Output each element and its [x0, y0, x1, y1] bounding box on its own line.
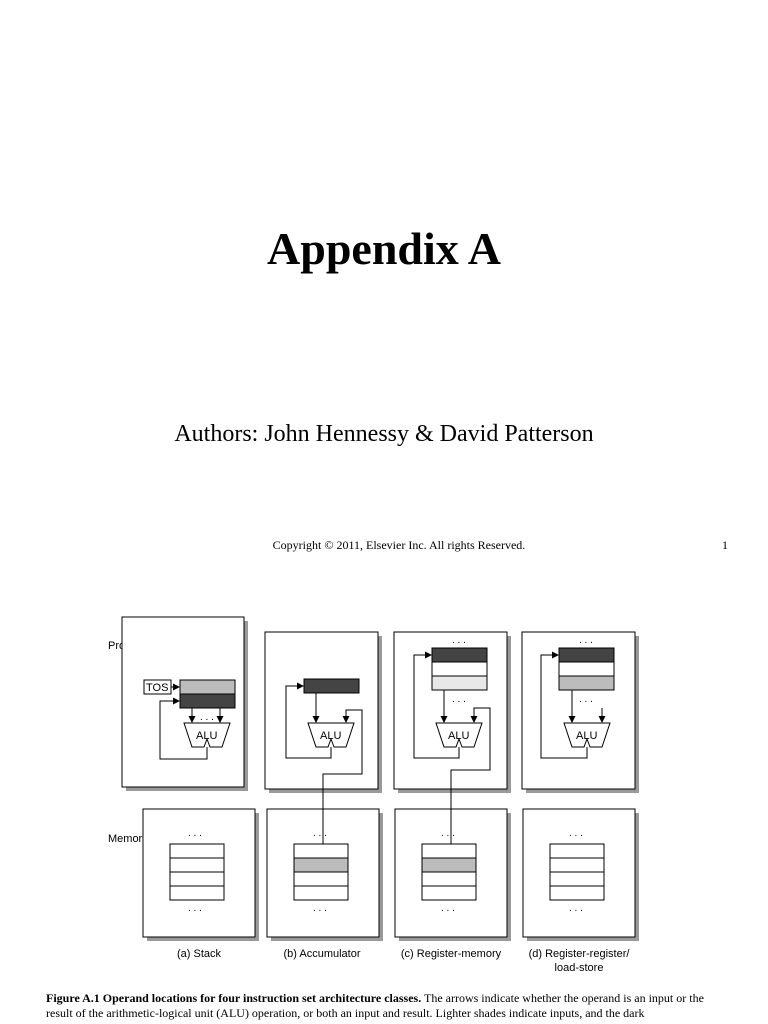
mem-c-operand — [421, 857, 477, 873]
caption-bold: Figure A.1 Operand locations for four in… — [46, 991, 422, 1005]
reg-c-light — [431, 675, 488, 691]
mem-c-bottom-dots: . . . — [441, 903, 455, 914]
page-number: 1 — [722, 538, 728, 552]
slide-title: Appendix A — [267, 223, 501, 274]
alu-a — [183, 722, 231, 748]
mem-b-top-dots: . . . — [313, 828, 327, 839]
stack-dots: . . . — [200, 712, 214, 723]
authors-line: Authors: John Hennessy & David Patterson — [174, 421, 594, 447]
reg-c-bottom-dots: . . . — [452, 694, 466, 705]
reg-c-dark — [431, 647, 488, 663]
panel-b-label: (b) Accumulator — [283, 948, 360, 960]
mem-d-bottom-dots: . . . — [569, 903, 583, 914]
reg-d-dark — [558, 647, 615, 663]
mem-b-bottom-dots: . . . — [313, 903, 327, 914]
panel-d-label-line2: load-store — [555, 962, 604, 974]
accumulator-register — [303, 678, 360, 694]
mem-d-top-dots: . . . — [569, 828, 583, 839]
mem-c-top-dots: . . . — [441, 828, 455, 839]
mem-a-top-dots: . . . — [188, 828, 202, 839]
panel-register-register: . . . . . . ALU . . . . . . — [521, 631, 639, 941]
caption-text: The arrows indicate whether the operand … — [46, 991, 704, 1020]
panel-a-label: (a) Stack — [177, 948, 222, 960]
reg-d-top-dots: . . . — [579, 635, 593, 646]
panel-stack: . . . TOS ALU . . . . . . — [121, 616, 259, 941]
memory-label: Memory — [108, 833, 148, 845]
alu-c — [435, 722, 483, 748]
figure-caption: Figure A.1 Operand locations for four in… — [46, 991, 724, 1021]
alu-b — [307, 722, 355, 748]
alu-d — [563, 722, 611, 748]
tos-label: TOS — [146, 682, 168, 694]
mem-a-bottom-dots: . . . — [188, 903, 202, 914]
mem-b-operand — [293, 857, 349, 873]
panel-register-memory: . . . . . . ALU . . . . . . — [393, 631, 511, 941]
stack-tos-register — [179, 679, 236, 695]
alu-a-label: ALU — [196, 730, 217, 742]
operand-locations-figure: Processor Memory . . . TOS ALU . . . . .… — [100, 608, 660, 984]
panel-d-label: (d) Register-register/ — [529, 948, 631, 960]
alu-d-label: ALU — [576, 730, 597, 742]
alu-b-label: ALU — [320, 730, 341, 742]
panel-accumulator: ALU . . . . . . — [264, 631, 383, 941]
reg-c-top-dots: . . . — [452, 635, 466, 646]
copyright-notice: Copyright © 2011, Elsevier Inc. All righ… — [272, 538, 526, 552]
alu-c-label: ALU — [448, 730, 469, 742]
panel-c-label: (c) Register-memory — [401, 948, 502, 960]
stack-second-register — [179, 693, 236, 709]
reg-d-light — [558, 675, 615, 691]
reg-d-bottom-dots: . . . — [579, 694, 593, 705]
